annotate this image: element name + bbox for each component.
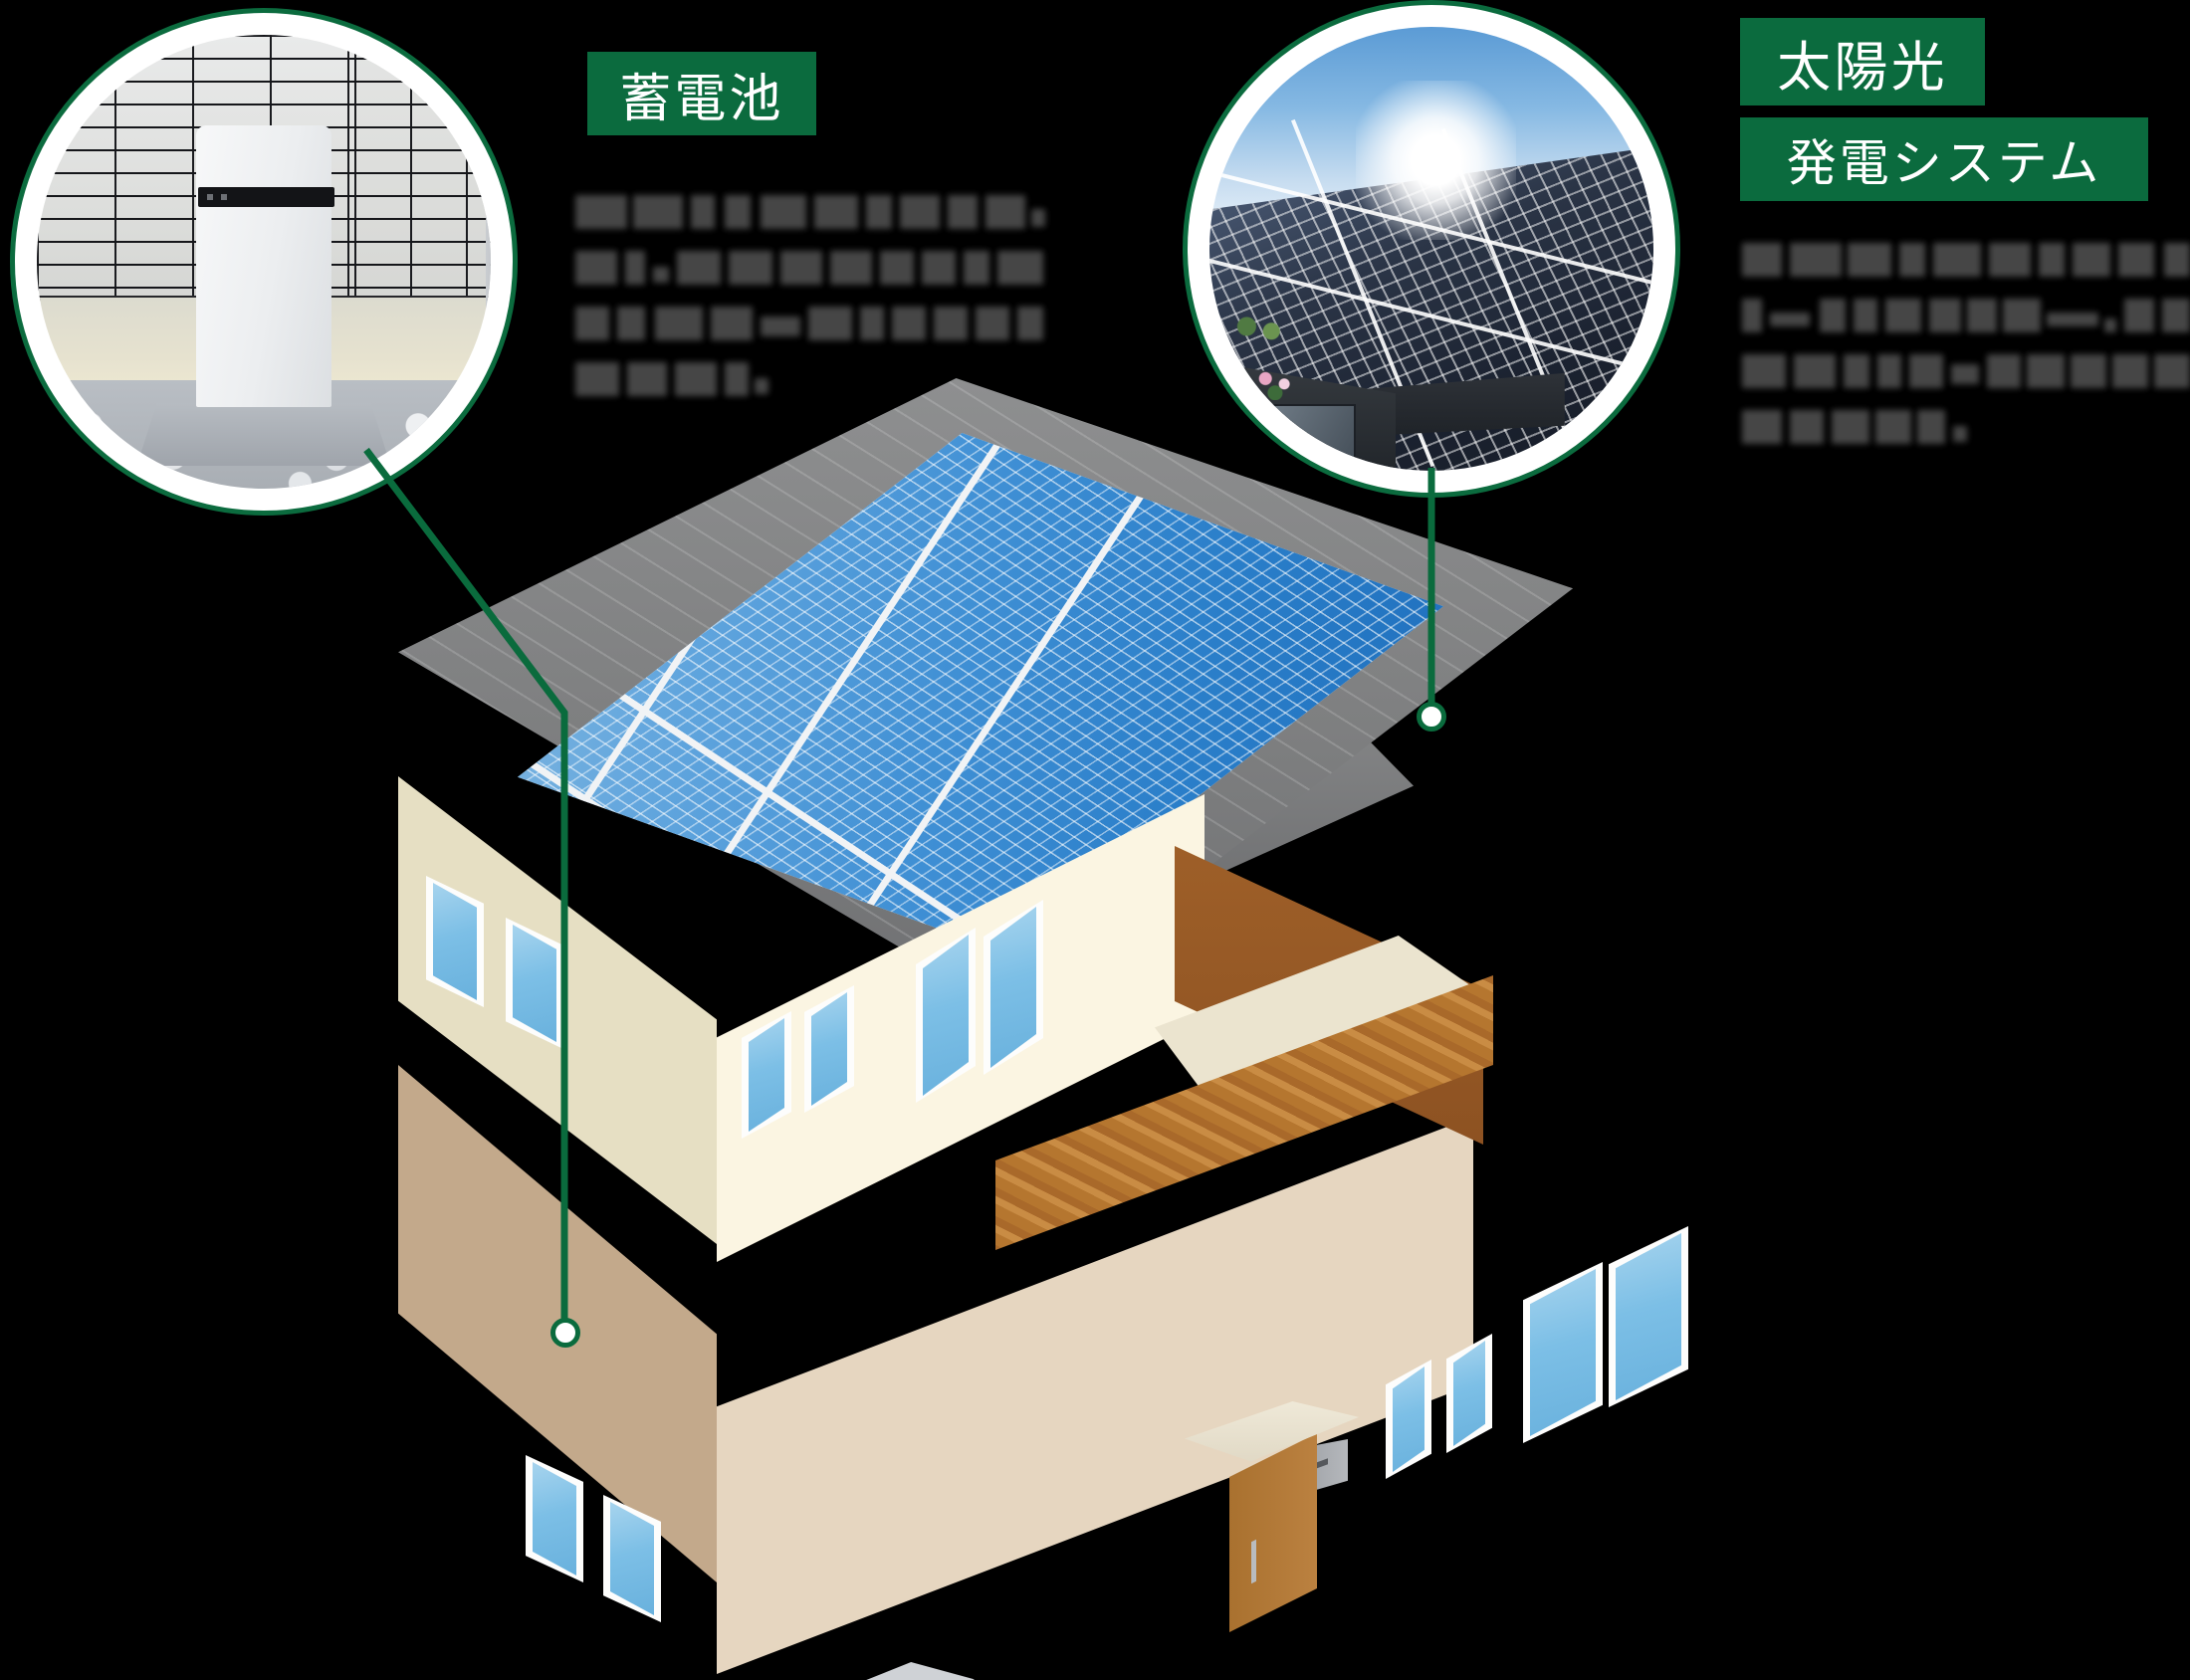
door-handle[interactable]	[1251, 1539, 1256, 1584]
living-room-sliding-door	[1523, 1262, 1603, 1443]
solar-module-seams	[518, 433, 1443, 950]
solar-connector-endpoint-dot	[1417, 702, 1446, 732]
house-illustration	[398, 378, 1692, 1680]
window	[526, 1455, 583, 1582]
neighbour-window	[1266, 404, 1357, 467]
text-line	[1742, 299, 2190, 332]
roof-solar-array	[518, 433, 1443, 950]
solar-photo	[1209, 27, 1653, 471]
text-line	[1742, 354, 2190, 388]
badge-battery: 蓄電池	[587, 52, 816, 135]
flower-pot	[1249, 363, 1303, 400]
text-line	[575, 251, 1043, 285]
solar-photo-circle	[1183, 0, 1680, 498]
text-line	[575, 307, 1043, 340]
text-line	[1742, 410, 2190, 444]
solar-description	[1742, 243, 2190, 466]
badge-solar-line1: 太陽光	[1740, 18, 1985, 105]
battery-connector-endpoint-dot	[550, 1318, 580, 1348]
battery-unit-side	[486, 129, 491, 412]
battery-photo	[37, 35, 491, 489]
badge-solar-line2: 発電システム	[1740, 117, 2148, 201]
window	[742, 1011, 791, 1139]
battery-description	[575, 195, 1045, 418]
text-line	[575, 195, 1045, 229]
living-room-sliding-door	[1609, 1226, 1688, 1407]
greenery	[1217, 307, 1290, 347]
text-line	[575, 362, 1043, 396]
battery-storage-unit	[195, 125, 334, 407]
text-line	[1742, 243, 2190, 277]
concrete-pad	[136, 402, 391, 467]
battery-photo-circle	[10, 8, 518, 516]
battery-unit-top	[865, 1662, 975, 1680]
sun-glare	[1356, 80, 1516, 241]
